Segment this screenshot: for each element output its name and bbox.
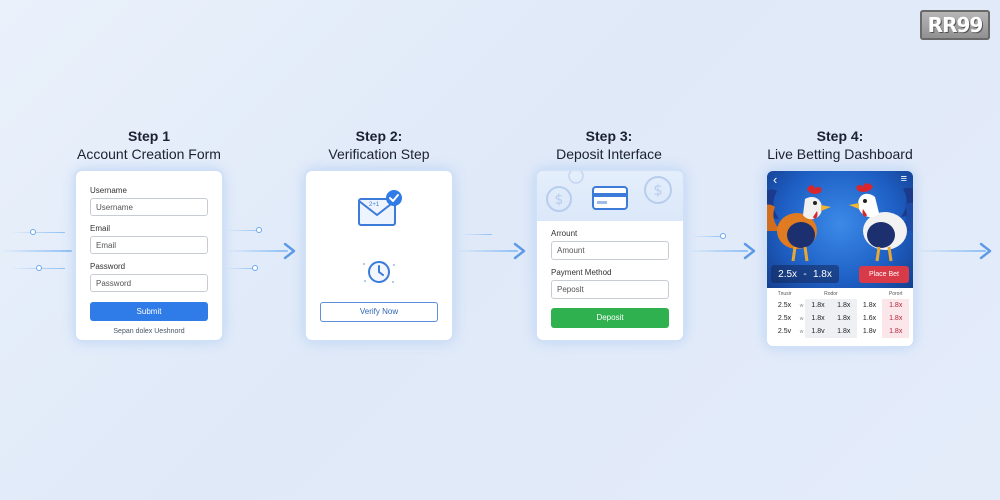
- table-cell[interactable]: 1.8x: [882, 312, 909, 325]
- brand-logo: RR99: [920, 10, 990, 40]
- table-cell: 2.5x: [777, 302, 792, 309]
- arrow-right-icon: [283, 242, 296, 260]
- email-badge-text: 2+1: [369, 202, 380, 208]
- flow-line: [0, 250, 72, 252]
- column-header: [857, 289, 883, 299]
- flow-line: [226, 230, 260, 231]
- verify-now-button[interactable]: Verify Now: [320, 301, 438, 322]
- step-title: Live Betting Dashboard: [767, 146, 913, 162]
- table-cell[interactable]: 1.8x: [862, 302, 877, 309]
- rooster-right-icon: [849, 183, 913, 262]
- flow-node: [30, 229, 36, 235]
- column-header: Porort: [888, 291, 903, 297]
- step-4-heading: Step 4: Live Betting Dashboard: [740, 127, 940, 163]
- table-row[interactable]: 2.5v w 1.8v 1.8x 1.8v 1.8x: [771, 325, 909, 338]
- step-1-heading: Step 1 Account Creation Form: [49, 127, 249, 163]
- signup-form-card: Username Username Email Email Password P…: [76, 171, 222, 340]
- svg-text:$: $: [555, 192, 564, 208]
- dollar-coin-icon: $: [644, 176, 672, 204]
- table-cell[interactable]: 1.8v: [805, 325, 831, 338]
- table-cell: w: [799, 328, 804, 335]
- flow-line: [226, 268, 256, 269]
- step-number: Step 1: [127, 128, 170, 144]
- rooster-left-icon: [767, 185, 831, 262]
- menu-icon[interactable]: ≡: [900, 173, 907, 185]
- username-label: Username: [90, 186, 127, 195]
- flow-line: [226, 250, 288, 252]
- flow-line: [688, 250, 748, 252]
- flow-line: [10, 232, 65, 233]
- username-input[interactable]: Username: [90, 198, 208, 216]
- flow-node: [36, 265, 42, 271]
- odds-separator: -: [803, 268, 807, 280]
- table-cell: 2.5x: [777, 315, 792, 322]
- table-cell[interactable]: 1.8x: [805, 299, 831, 312]
- svg-text:$: $: [653, 181, 663, 199]
- deposit-card: $ $ Arrount Amount Payment Method Peposl…: [537, 171, 683, 340]
- dollar-coin-icon: $: [546, 186, 572, 212]
- password-label: Password: [90, 262, 126, 271]
- table-cell[interactable]: 1.8x: [830, 325, 857, 338]
- place-bet-button[interactable]: Place Bet: [859, 266, 909, 283]
- email-input[interactable]: Email: [90, 236, 208, 254]
- arrow-right-icon: [513, 242, 526, 260]
- step-number: Step 2:: [355, 128, 403, 144]
- table-cell: w: [799, 315, 804, 322]
- flow-node: [256, 227, 262, 233]
- email-label: Email: [90, 224, 111, 233]
- amount-input[interactable]: Amount: [551, 241, 669, 260]
- table-cell[interactable]: 1.8x: [805, 312, 831, 325]
- step-number: Step 3:: [585, 128, 633, 144]
- deposit-header: $ $: [537, 171, 683, 221]
- step-number: Step 4:: [816, 128, 864, 144]
- credit-card-icon: [592, 186, 628, 210]
- email-check-icon: [358, 190, 402, 226]
- flow-node: [720, 233, 726, 239]
- column-header: [798, 289, 805, 299]
- column-header: Rodor: [824, 291, 838, 297]
- table-row[interactable]: 2.5x w 1.8x 1.8x 1.6x 1.8x: [771, 312, 909, 325]
- submit-button[interactable]: Submit: [90, 302, 208, 321]
- back-icon[interactable]: ‹: [773, 172, 778, 187]
- column-header: Tnusir: [777, 291, 792, 297]
- step-title: Deposit Interface: [556, 146, 662, 162]
- table-header-row: Tnusir Rodor Porort: [771, 289, 909, 299]
- table-cell[interactable]: 1.8x: [830, 312, 857, 325]
- arrow-right-icon: [979, 242, 992, 260]
- clock-icon: [363, 261, 395, 283]
- step-3-heading: Step 3: Deposit Interface: [509, 127, 709, 163]
- table-cell[interactable]: 1.8v: [862, 328, 877, 335]
- table-cell[interactable]: 1.8x: [882, 299, 909, 312]
- arrow-right-icon: [743, 242, 756, 260]
- signin-link[interactable]: Sepan dolex Ueshnord: [113, 328, 185, 335]
- flow-line: [692, 236, 722, 237]
- step-title: Account Creation Form: [77, 146, 221, 162]
- flow-line: [916, 250, 986, 252]
- payment-method-select[interactable]: Peposlt: [551, 280, 669, 299]
- odds-table: Tnusir Rodor Porort 2.5x w 1.8x 1.8x 1.8…: [771, 289, 909, 338]
- deposit-button[interactable]: Deposit: [551, 307, 669, 328]
- verification-card: 2+1 Verify Now: [306, 171, 452, 340]
- odds-table-wrapper: Tnusir Rodor Porort 2.5x w 1.8x 1.8x 1.8…: [771, 289, 909, 338]
- table-cell: w: [799, 302, 804, 309]
- password-input[interactable]: Password: [90, 274, 208, 292]
- step-title: Verification Step: [328, 146, 430, 162]
- dashboard-banner: ‹ ≡ 2.5x: [767, 171, 913, 288]
- odds-display: 2.5x - 1.8x: [771, 265, 839, 283]
- table-cell[interactable]: 1.8x: [882, 325, 909, 338]
- betting-dashboard-card: ‹ ≡ 2.5x: [767, 171, 913, 346]
- payment-method-label: Payment Method: [551, 268, 612, 277]
- table-row[interactable]: 2.5x w 1.8x 1.8x 1.8x 1.8x: [771, 299, 909, 312]
- dollar-coin-icon: [568, 171, 584, 184]
- table-cell: 2.5v: [777, 328, 792, 335]
- table-cell[interactable]: 1.6x: [862, 315, 877, 322]
- flow-node: [252, 265, 258, 271]
- flow-line: [462, 234, 492, 235]
- table-cell[interactable]: 1.8x: [830, 299, 857, 312]
- flow-line: [456, 250, 518, 252]
- step-2-heading: Step 2: Verification Step: [279, 127, 479, 163]
- odds-left: 2.5x: [778, 268, 798, 280]
- amount-label: Arrount: [551, 229, 578, 238]
- odds-right: 1.8x: [812, 268, 832, 280]
